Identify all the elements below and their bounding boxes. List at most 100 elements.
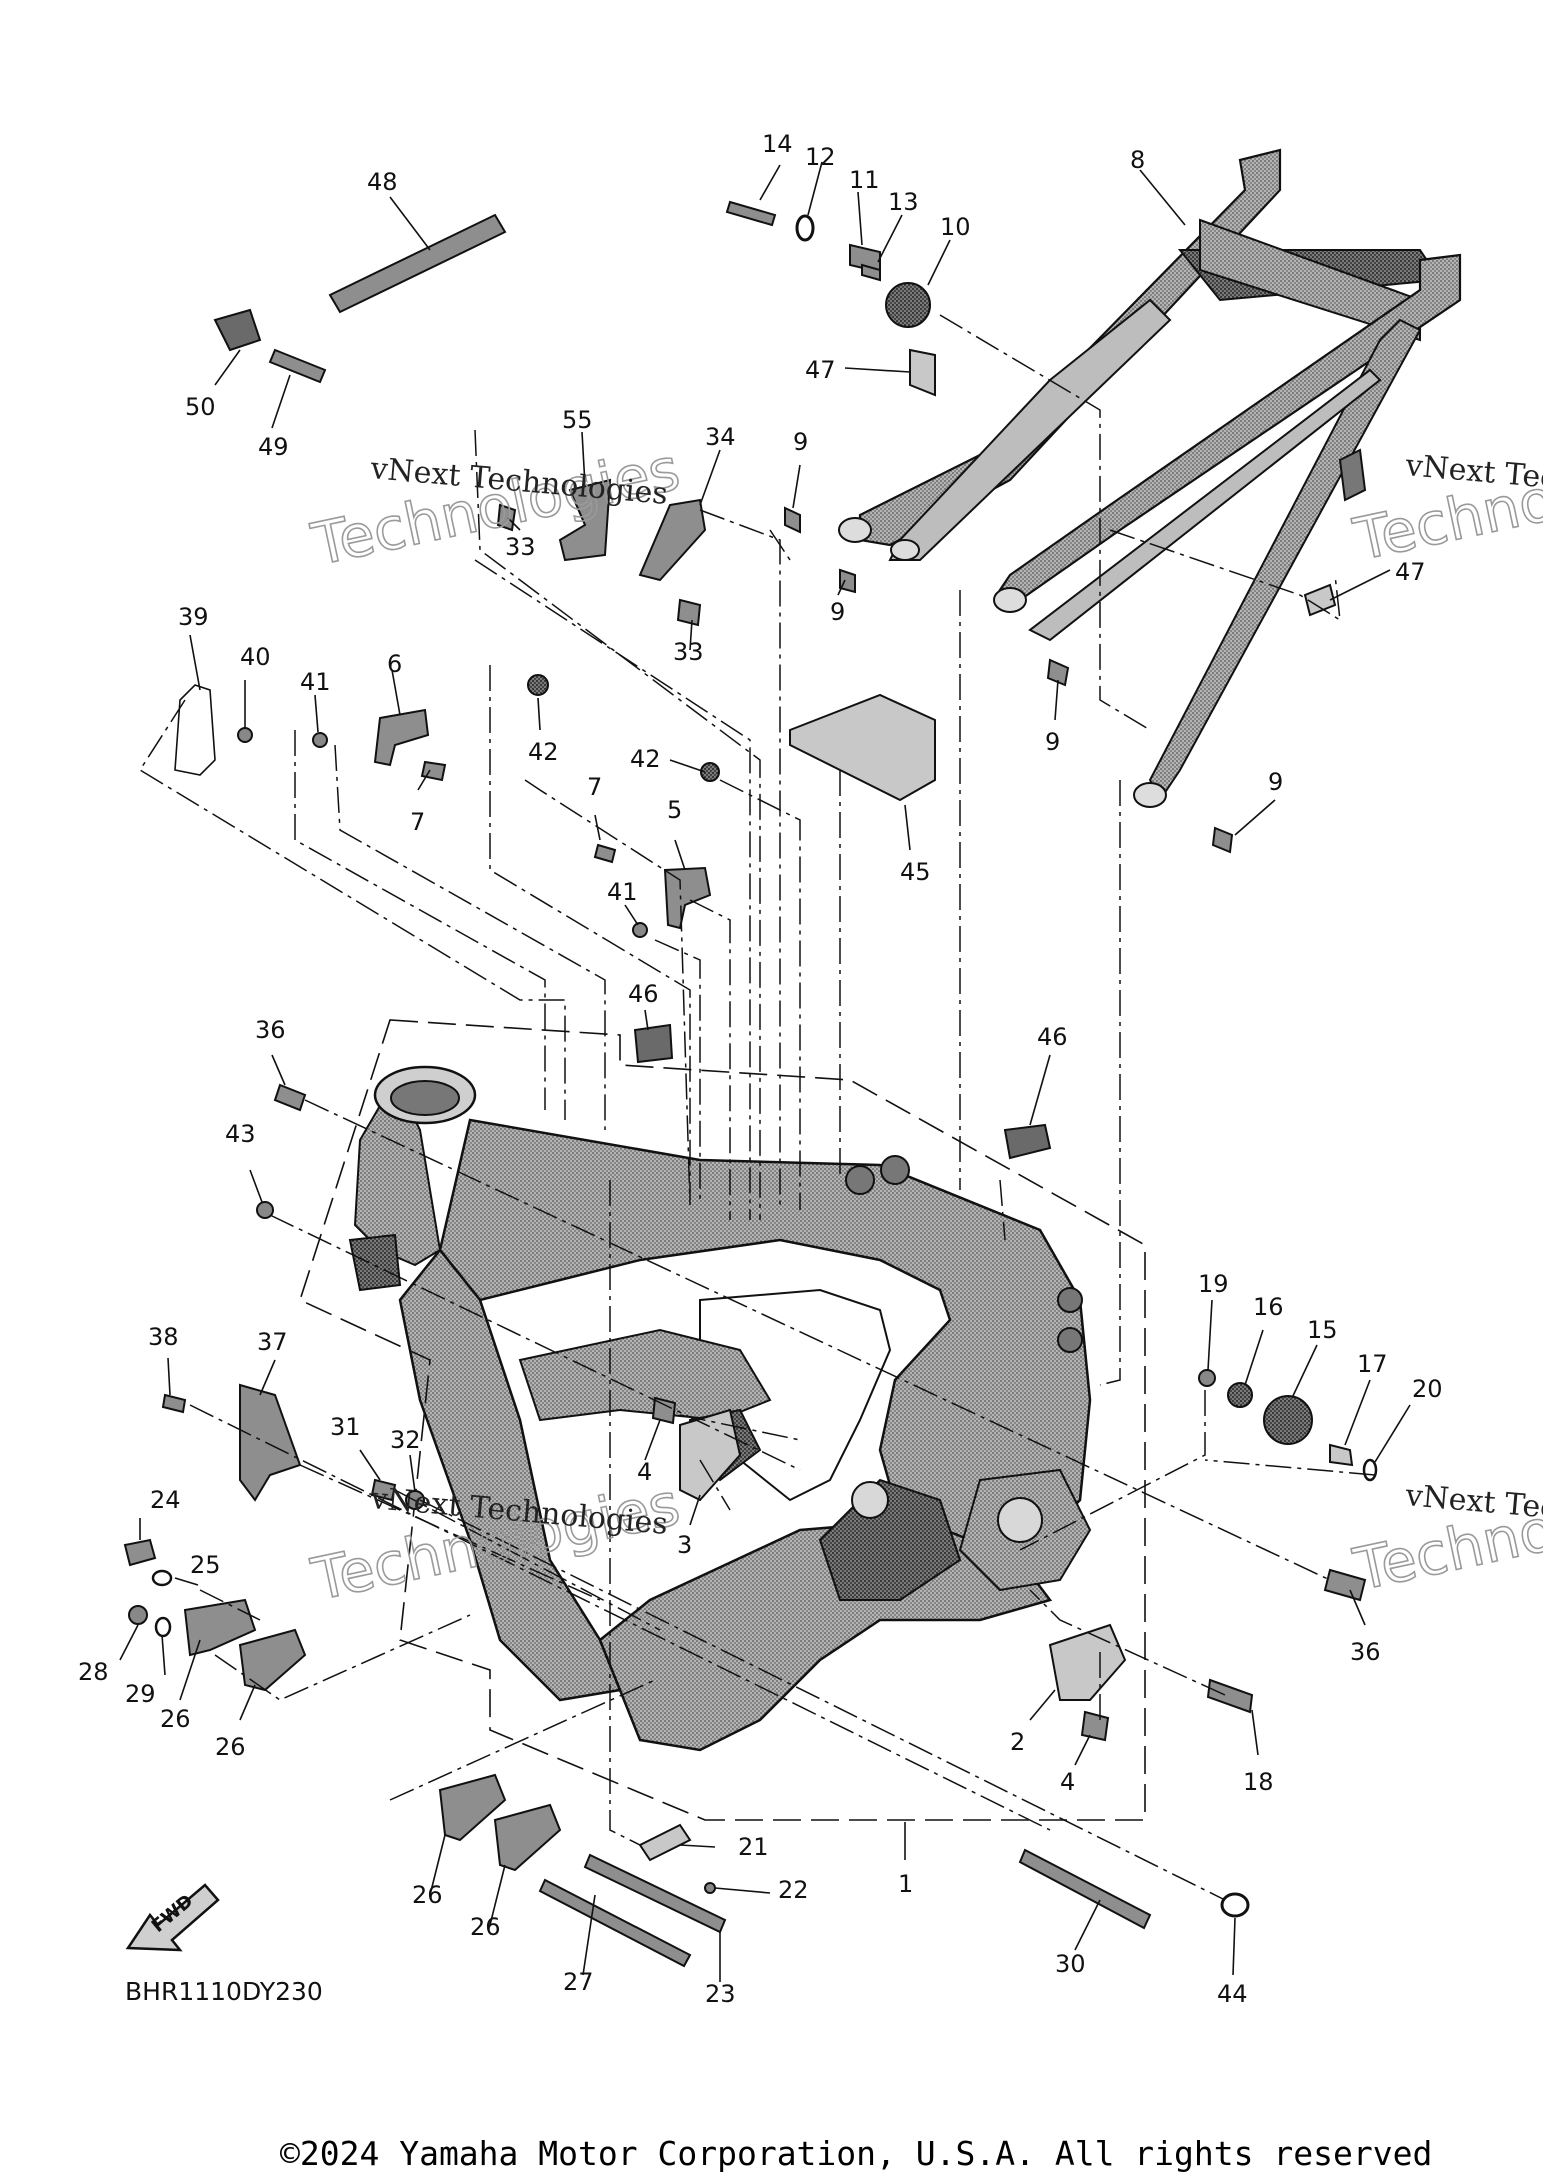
callout-26-a: 26 [160,1705,191,1733]
callout-17: 17 [1357,1350,1388,1378]
rear-frame [838,148,1462,808]
part-19-nut [1198,1369,1216,1387]
callout-9-d: 9 [1268,768,1283,796]
part-42a-grommet [527,674,549,696]
part-40-bolt [237,727,253,743]
part-9d-bolt [1211,826,1234,854]
callout-19: 19 [1198,1270,1229,1298]
callout-5: 5 [667,796,682,824]
part-46a-block [633,1023,674,1064]
callout-44: 44 [1217,1980,1248,2008]
callout-46-a: 46 [628,980,659,1008]
callout-38: 38 [148,1323,179,1351]
callout-11: 11 [849,166,880,194]
part-44-clip [1220,1892,1250,1918]
part-33a-bolt [496,503,517,532]
part-42b-grommet [700,762,720,782]
callout-49: 49 [258,433,289,461]
part-4a-bolt [651,1396,677,1425]
callout-25: 25 [190,1551,221,1579]
callout-24: 24 [150,1486,181,1514]
part-16-collar [1227,1382,1253,1408]
part-29-washer [154,1616,172,1638]
part-26b-plate [238,1628,307,1692]
callout-40: 40 [240,643,271,671]
callout-1: 1 [898,1870,913,1898]
part-34-bracket [638,498,707,582]
callout-30: 30 [1055,1950,1086,1978]
fwd-arrow: FWD [125,1883,220,1952]
part-31-bolt [370,1478,397,1502]
part-43-nut [256,1201,274,1219]
part-37-bracket [239,1383,302,1502]
callout-27: 27 [563,1968,594,1996]
callout-13: 13 [888,188,919,216]
copyright-notice: ©2024 Yamaha Motor Corporation, U.S.A. A… [280,2134,1432,2173]
callout-7-b: 7 [587,773,602,801]
callout-41-a: 41 [300,668,331,696]
part-7a-bolt [420,760,447,782]
part-47b-bracket [1303,583,1337,617]
leader-lines [119,161,1411,1982]
diagram-code: BHR1110DY230 [125,1977,323,2006]
callout-47-right: 47 [1395,558,1426,586]
part-46b-block [1003,1123,1052,1160]
callout-29: 29 [125,1680,156,1708]
callout-33-b: 33 [673,638,704,666]
callout-2: 2 [1010,1728,1025,1756]
part-20-washer [1362,1458,1378,1482]
callout-6: 6 [387,650,402,678]
part-18-bolt [1206,1678,1254,1714]
callout-15: 15 [1307,1316,1338,1344]
fwd-arrow-icon [125,1883,220,1952]
callout-7-a: 7 [410,808,425,836]
part-7b-bolt [593,843,617,864]
part-21-clamp [638,1823,692,1862]
part-2-bracket [1048,1623,1127,1701]
callout-39: 39 [178,603,209,631]
callout-36-b: 36 [1350,1638,1381,1666]
part-33b-bolt [676,598,702,627]
part-26d-plate [493,1803,562,1872]
part-9b-bolt [839,568,856,594]
part-36a-bolt [273,1083,307,1112]
callout-43: 43 [225,1120,256,1148]
part-27-long-bolt [538,1878,692,1968]
callout-36-a: 36 [255,1016,286,1044]
part-36b-bolt [1323,1568,1367,1602]
callout-42-a: 42 [528,738,559,766]
callout-23: 23 [705,1980,736,2008]
callout-45: 45 [900,858,931,886]
callout-26-c: 26 [412,1881,443,1909]
part-24-nut [123,1538,157,1567]
part-9c-bolt [1046,658,1070,687]
watermark-group: Technologies vNext Technologies Technolo… [305,429,1543,1615]
part-22-rivet [704,1882,716,1894]
callout-16: 16 [1253,1293,1284,1321]
callout-labels: 14 12 11 13 10 8 48 50 49 47 55 34 9 33 … [78,130,1443,2008]
part-15-bushing [1263,1395,1313,1445]
part-9a-bolt [784,506,801,534]
callout-50: 50 [185,393,216,421]
frame-assembly-boundary [299,1019,1146,1821]
part-13-collar [861,263,881,282]
callout-47-top: 47 [805,356,836,384]
part-17-collar [1329,1443,1354,1467]
callout-37: 37 [257,1328,288,1356]
part-47a-bracket [909,348,936,397]
callout-21: 21 [738,1833,769,1861]
part-25-washer [151,1569,173,1587]
part-41b-nut [632,922,648,938]
callout-4-a: 4 [637,1458,652,1486]
part-6-bracket [373,708,430,767]
callout-31: 31 [330,1413,361,1441]
part-5-bracket [663,866,712,930]
callout-34: 34 [705,423,736,451]
part-12-washer [795,214,815,242]
callout-14: 14 [762,130,793,158]
callout-20: 20 [1412,1375,1443,1403]
callout-18: 18 [1243,1768,1274,1796]
part-14-bolt [725,200,777,227]
callout-10: 10 [940,213,971,241]
